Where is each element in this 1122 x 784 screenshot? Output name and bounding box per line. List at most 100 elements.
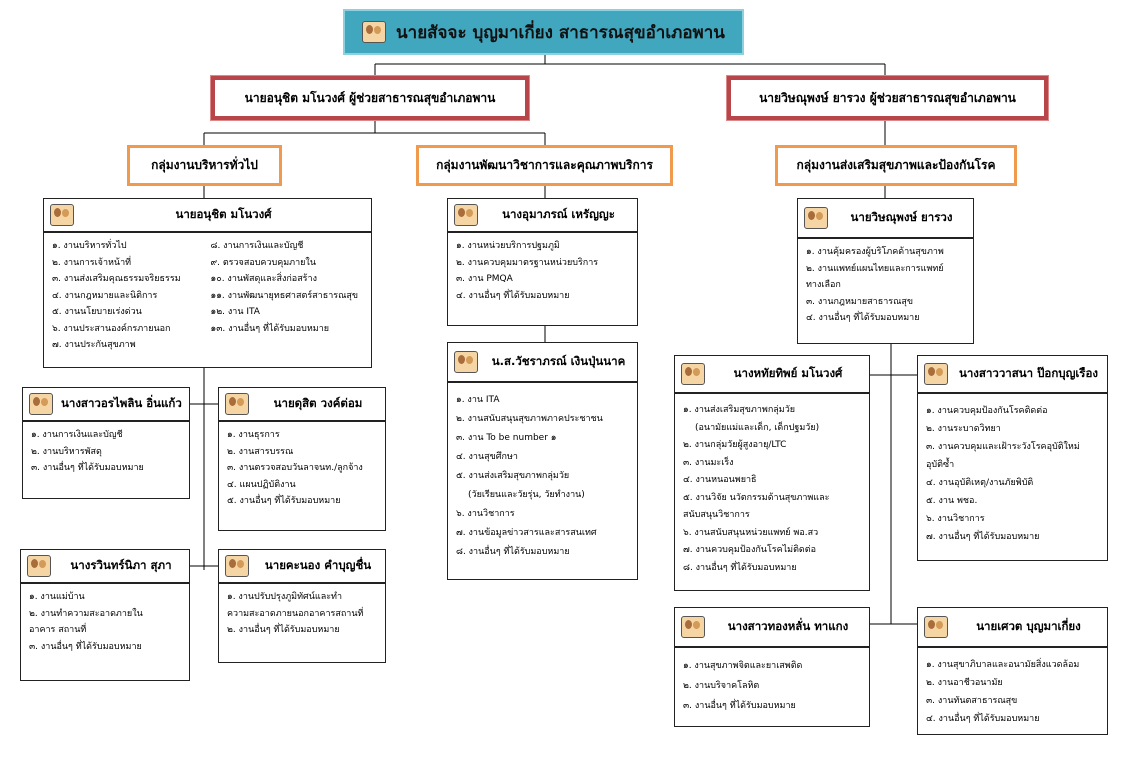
duty-list-dusit: ๑. งานธุรการ ๒. งานสารบรรณ ๓. งานตรวจสอบ… xyxy=(218,421,386,531)
duty-item: ๒. งานระบาดวิทยา xyxy=(926,424,1001,434)
person-name: นายดุสิต วงค์ต่อม xyxy=(273,396,363,410)
duty-item: ๑. งานหน่วยบริการปฐมภูมิ xyxy=(456,241,560,251)
duty-item: ๓. งานตรวจสอบวันลาจนท./ลูกจ้าง xyxy=(227,463,363,473)
person-header-dusit: นายดุสิต วงค์ต่อม xyxy=(218,387,386,421)
duty-column-1: ๑. งานบริหารทั่วไป ๒. งานการเจ้าหน้าที่ … xyxy=(52,238,205,354)
duty-item: ๒. งานกลุ่มวัยผู้สูงอายุ/LTC xyxy=(683,440,787,450)
person-photo-icon xyxy=(681,616,705,638)
duty-item: ๓. งานทันตสาธารณสุข xyxy=(926,696,1018,706)
duty-item: ๑. งานแม่บ้าน xyxy=(29,592,85,602)
duty-item: ๒. งานอื่นๆ ที่ได้รับมอบหมาย xyxy=(227,625,340,635)
duty-item: อุบัติซ้ำ xyxy=(926,460,955,470)
person-photo-icon xyxy=(27,555,51,577)
person-name: นางหทัยทิพย์ มโนวงศ์ xyxy=(733,366,843,380)
duty-list-wisanu: ๑. งานคุ้มครองผู้บริโภคด้านสุขภาพ ๒. งาน… xyxy=(797,238,974,344)
duty-item: ๔. แผนปฏิบัติงาน xyxy=(227,479,296,490)
duty-item: ๔. งานกฎหมายและนิติการ xyxy=(52,290,158,301)
person-header-phailin: นางสาวอรไพลิน อิ่นแก้ว xyxy=(22,387,190,421)
duty-item: ๒. งานทำความสะอาดภายใน xyxy=(29,608,143,619)
group-health-box: กลุ่มงานส่งเสริมสุขภาพและป้องกันโรค xyxy=(775,145,1017,186)
duty-item: ๔. งานอื่นๆ ที่ได้รับมอบหมาย xyxy=(926,714,1040,724)
duty-item: อาคาร สถานที่ xyxy=(29,625,87,635)
duty-list-wasana: ๑. งานควบคุมป้องกันโรคติดต่อ ๒. งานระบาด… xyxy=(917,393,1108,561)
director-title: นายสัจจะ บุญมาเกี่ยง สาธารณสุขอำเภอพาน xyxy=(396,22,725,43)
person-name: นางรวินทร์นิภา สุภา xyxy=(70,558,172,572)
duty-item: ๙. ตรวจสอบควบคุมภายใน xyxy=(210,257,316,268)
duty-item: ๓. งานอื่นๆ ที่ได้รับมอบหมาย xyxy=(683,701,796,711)
duty-item: ๔. งานหนอนพยาธิ xyxy=(683,475,757,485)
duty-item: ๒. งานสารบรรณ xyxy=(227,446,294,457)
duty-item: ๑. งาน ITA xyxy=(456,395,500,405)
person-name: นายอนุชิต มโนวงศ์ xyxy=(175,207,272,221)
assistant-left-box: นายอนุชิต มโนวงศ์ ผู้ช่วยสาธารณสุขอำเภอพ… xyxy=(210,75,530,121)
duty-item: ๖. งานสนับสนุนหน่วยแพทย์ พอ.สว xyxy=(683,527,819,538)
person-photo-icon xyxy=(225,555,249,577)
duty-item: ๖. งานประสานองค์กรภายนอก xyxy=(52,323,171,334)
person-photo-icon xyxy=(681,363,705,385)
person-header-sawat: นายเศวต บุญมาเกี่ยง xyxy=(917,607,1108,647)
duty-item: ๗. งานประกันสุขภาพ xyxy=(52,340,136,350)
duty-item: (อนามัยแม่และเด็ก, เด็กปฐมวัย) xyxy=(695,422,820,433)
duty-item: ๑. งานสุขภาพจิตและยาเสพติด xyxy=(683,661,803,671)
person-header-anuchit: นายอนุชิต มโนวงศ์ xyxy=(43,198,372,232)
duty-item: ๕. งานนโยบายเร่งด่วน xyxy=(52,307,142,317)
duty-item: สนับสนุนวิชาการ xyxy=(683,510,750,520)
duty-item: ๓. งานอื่นๆ ที่ได้รับมอบหมาย xyxy=(29,641,142,652)
person-name: นางอุมาภรณ์ เหรัญญะ xyxy=(502,207,615,221)
assistant-right-title: นายวิษณุพงษ์ ยารวง ผู้ช่วยสาธารณสุขอำเภอ… xyxy=(759,90,1016,105)
duty-item: ๗. งานข้อมูลข่าวสารและสารสนเทศ xyxy=(456,528,597,538)
duty-item: ๒. งานแพทย์แผนไทยและการแพทย์ xyxy=(806,263,944,274)
duty-item: ๒. งานสนับสนุนสุขภาพภาคประชาชน xyxy=(456,414,603,424)
duty-list-umaporn: ๑. งานหน่วยบริการปฐมภูมิ ๒. งานควบคุมมาต… xyxy=(447,232,638,326)
person-header-khanong: นายคะนอง คำบุญชื่น xyxy=(218,549,386,583)
duty-item: ๕. งานส่งเสริมสุขภาพกลุ่มวัย xyxy=(456,471,570,481)
person-name: นายคะนอง คำบุญชื่น xyxy=(264,558,372,572)
duty-item: ๑. งานการเงินและบัญชี xyxy=(31,430,123,440)
duty-item: ๑. งานคุ้มครองผู้บริโภคด้านสุขภาพ xyxy=(806,247,944,257)
duty-item: ๑. งานบริหารทั่วไป xyxy=(52,241,127,251)
duty-item: ๑๑. งานพัฒนายุทธศาสตร์สาธารณสุข xyxy=(210,290,359,301)
person-photo-icon xyxy=(225,393,249,415)
person-header-haithip: นางหทัยทิพย์ มโนวงศ์ xyxy=(674,355,870,393)
duty-item: ๑. งานควบคุมป้องกันโรคติดต่อ xyxy=(926,406,1048,416)
duty-item: ทางเลือก xyxy=(806,280,841,290)
person-name: นางสาวทองหลั่น ทาแกง xyxy=(727,619,849,633)
duty-item: (วัยเรียนและวัยรุ่น, วัยทำงาน) xyxy=(468,490,585,500)
person-photo-icon xyxy=(362,21,387,43)
duty-item: ๗. งานอื่นๆ ที่ได้รับมอบหมาย xyxy=(926,532,1040,542)
duty-item: ๓. งานควบคุมและเฝ้าระวังโรคอุบัติใหม่ xyxy=(926,442,1080,452)
group-academic-box: กลุ่มงานพัฒนาวิชาการและคุณภาพบริการ xyxy=(416,145,673,186)
duty-item: ๔. งานอื่นๆ ที่ได้รับมอบหมาย xyxy=(456,290,570,301)
person-photo-icon xyxy=(924,616,948,638)
person-header-tonglan: นางสาวทองหลั่น ทาแกง xyxy=(674,607,870,647)
person-name: นายวิษณุพงษ์ ยารวง xyxy=(850,210,953,224)
person-name: นางสาวอรไพลิน อิ่นแก้ว xyxy=(61,396,182,410)
group-admin-title: กลุ่มงานบริหารทั่วไป xyxy=(151,158,258,172)
duty-item: ๑๓. งานอื่นๆ ที่ได้รับมอบหมาย xyxy=(210,323,330,334)
duty-item: ๑. งานธุรการ xyxy=(227,430,280,440)
assistant-left-title: นายอนุชิต มโนวงศ์ ผู้ช่วยสาธารณสุขอำเภอพ… xyxy=(244,90,496,105)
duty-item: ๒. งานการเจ้าหน้าที่ xyxy=(52,257,132,268)
duty-item: ๕. งาน พชอ. xyxy=(926,496,978,506)
duty-item: ๓. งาน PMQA xyxy=(456,274,513,284)
group-health-title: กลุ่มงานส่งเสริมสุขภาพและป้องกันโรค xyxy=(796,158,996,172)
duty-list-sawat: ๑. งานสุขาภิบาลและอนามัยสิ่งแวดล้อม ๒. ง… xyxy=(917,647,1108,735)
duty-item: ๑. งานสุขาภิบาลและอนามัยสิ่งแวดล้อม xyxy=(926,660,1080,670)
duty-item: ๒. งานอาชีวอนามัย xyxy=(926,678,1003,688)
duty-item: ๗. งานควบคุมป้องกันโรคไม่ติดต่อ xyxy=(683,545,817,555)
person-name: นายเศวต บุญมาเกี่ยง xyxy=(976,619,1081,633)
duty-list-khanong: ๑. งานปรับปรุงภูมิทัศน์และทำ ความสะอาดภา… xyxy=(218,583,386,663)
duty-item: ๑๐. งานพัสดุและสิ่งก่อสร้าง xyxy=(210,274,317,284)
person-header-umaporn: นางอุมาภรณ์ เหรัญญะ xyxy=(447,198,638,232)
duty-item: ๖. งานวิชาการ xyxy=(926,514,985,524)
duty-item: ๓. งานส่งเสริมคุณธรรมจริยธรรม xyxy=(52,274,181,284)
person-photo-icon xyxy=(804,207,828,229)
duty-item: ๑. งานส่งเสริมสุขภาพกลุ่มวัย xyxy=(683,405,796,415)
person-photo-icon xyxy=(50,204,74,226)
duty-item: ๔. งานอุบัติเหตุ/งานภัยพิบัติ xyxy=(926,478,1034,488)
duty-list-anuchit: ๑. งานบริหารทั่วไป ๒. งานการเจ้าหน้าที่ … xyxy=(43,232,372,368)
person-header-wisanu: นายวิษณุพงษ์ ยารวง xyxy=(797,198,974,238)
assistant-right-box: นายวิษณุพงษ์ ยารวง ผู้ช่วยสาธารณสุขอำเภอ… xyxy=(726,75,1049,121)
duty-item: ๕. งานอื่นๆ ที่ได้รับมอบหมาย xyxy=(227,496,341,506)
